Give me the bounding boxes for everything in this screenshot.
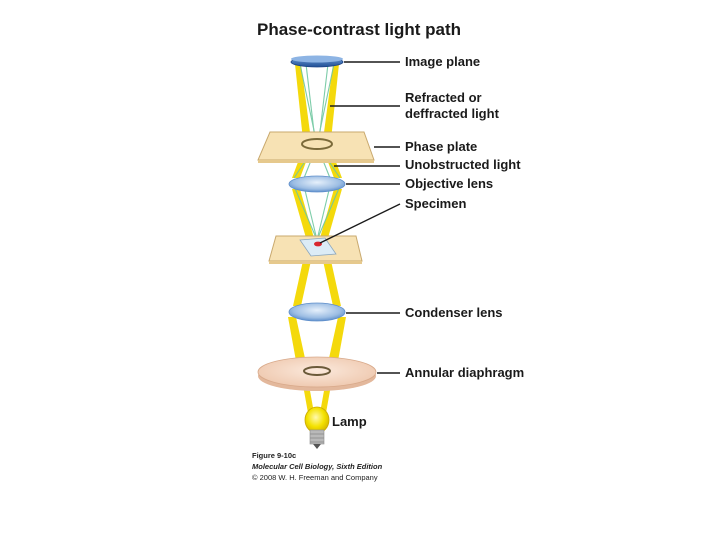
label-annular-diaphragm: Annular diaphragm (405, 365, 525, 380)
phase-plate (257, 131, 375, 163)
label-phase-plate: Phase plate (405, 139, 478, 154)
objective-lens (288, 175, 346, 193)
lamp-icon (304, 406, 330, 449)
diagram-title: Phase-contrast light path (257, 20, 462, 39)
condenser-lens (288, 302, 346, 322)
label-refracted-line1: Refracted or (405, 90, 482, 105)
caption-copyright: © 2008 W. H. Freeman and Company (252, 473, 378, 482)
specimen-stage (268, 235, 363, 264)
label-lamp: Lamp (332, 414, 367, 429)
label-specimen: Specimen (405, 196, 467, 211)
label-refracted-line2: deffracted light (405, 106, 499, 121)
label-unobstructed-light: Unobstructed light (405, 157, 521, 172)
caption-figure-number: Figure 9-10c (252, 451, 297, 460)
caption-book-title: Molecular Cell Biology, Sixth Edition (252, 462, 383, 471)
figure-caption: Figure 9-10c Molecular Cell Biology, Six… (252, 450, 382, 483)
image-plane (290, 55, 344, 68)
label-image-plane: Image plane (405, 54, 481, 69)
leader-lines (319, 61, 401, 374)
annular-diaphragm (257, 356, 377, 391)
label-condenser-lens: Condenser lens (405, 305, 503, 320)
label-objective-lens: Objective lens (405, 176, 494, 191)
